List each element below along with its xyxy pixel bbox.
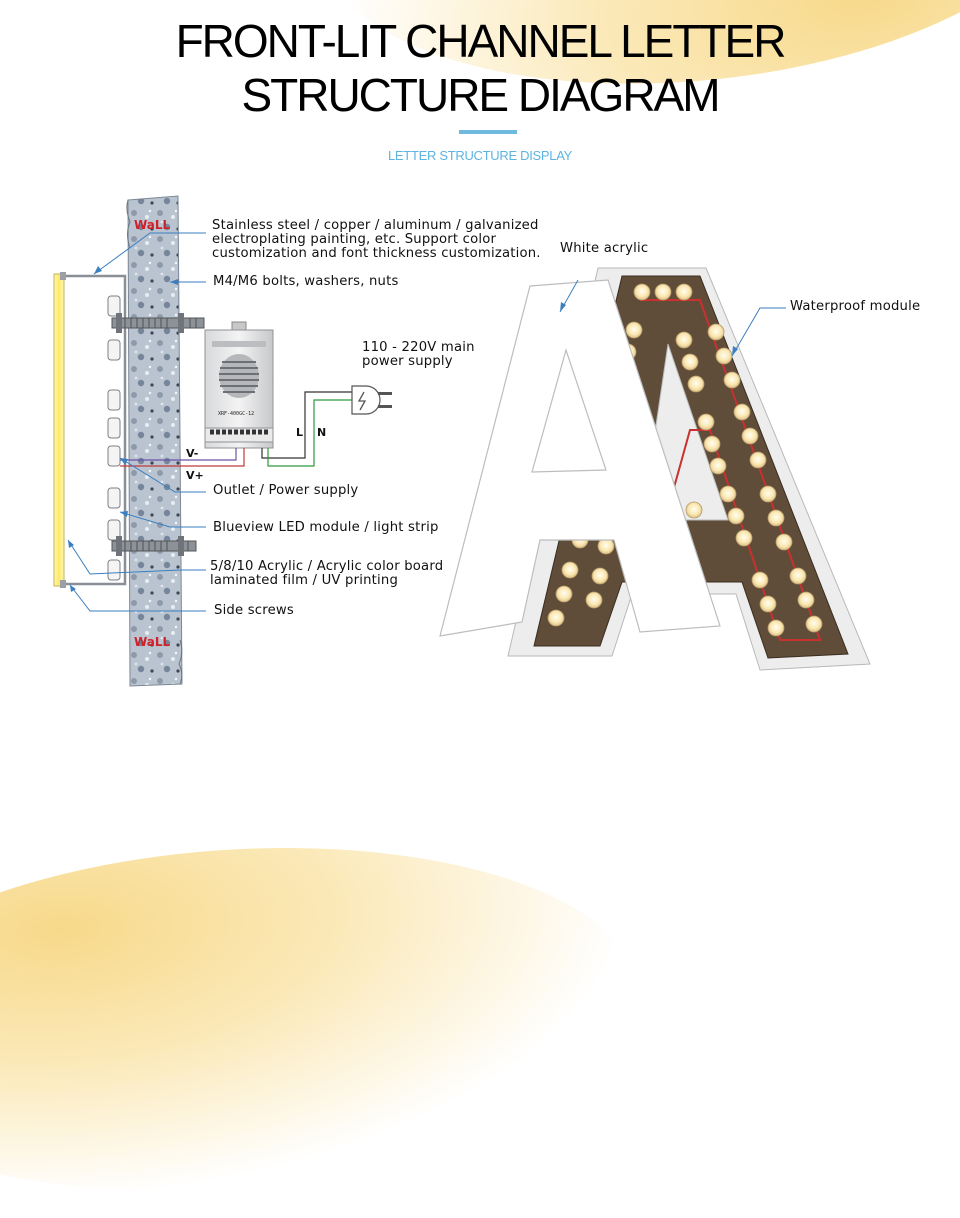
outlet-label: Outlet / Power supply bbox=[213, 484, 358, 498]
wall-section bbox=[127, 196, 182, 686]
mains-power-label: 110 - 220V main power supply bbox=[362, 341, 475, 369]
waterproof-module-label: Waterproof module bbox=[790, 300, 920, 314]
wire-n-label: N bbox=[317, 426, 326, 439]
led-module-label: Blueview LED module / light strip bbox=[213, 521, 439, 535]
acrylic-line-1: 5/8/10 Acrylic / Acrylic color board bbox=[210, 560, 443, 574]
white-acrylic-label: White acrylic bbox=[560, 242, 648, 256]
power-supply-unit bbox=[205, 322, 273, 448]
psu-model-label: XRF-400GC-12 bbox=[218, 411, 254, 417]
shell-material-line-1: Stainless steel / copper / aluminum / ga… bbox=[212, 219, 541, 233]
shell-material-line-2: electroplating painting, etc. Support co… bbox=[212, 233, 541, 247]
mains-plug-icon bbox=[352, 386, 392, 414]
acrylic-line-2: laminated film / UV printing bbox=[210, 574, 443, 588]
v-minus-label: V- bbox=[186, 447, 198, 460]
wall-label-bottom: WaLL bbox=[134, 635, 171, 649]
bolts-label: M4/M6 bolts, washers, nuts bbox=[213, 275, 399, 289]
structure-diagram: WaLL WaLL XRF-400GC-1 bbox=[0, 0, 960, 960]
side-screws-label: Side screws bbox=[214, 604, 294, 618]
shell-material-label: Stainless steel / copper / aluminum / ga… bbox=[212, 219, 541, 261]
acrylic-label: 5/8/10 Acrylic / Acrylic color board lam… bbox=[210, 560, 443, 588]
wire-l-label: L bbox=[296, 426, 303, 439]
mains-power-line-1: 110 - 220V main bbox=[362, 341, 475, 355]
shell-material-line-3: customization and font thickness customi… bbox=[212, 247, 541, 261]
mains-power-line-2: power supply bbox=[362, 355, 475, 369]
v-plus-label: V+ bbox=[186, 469, 204, 482]
wall-label-top: WaLL bbox=[134, 218, 171, 232]
